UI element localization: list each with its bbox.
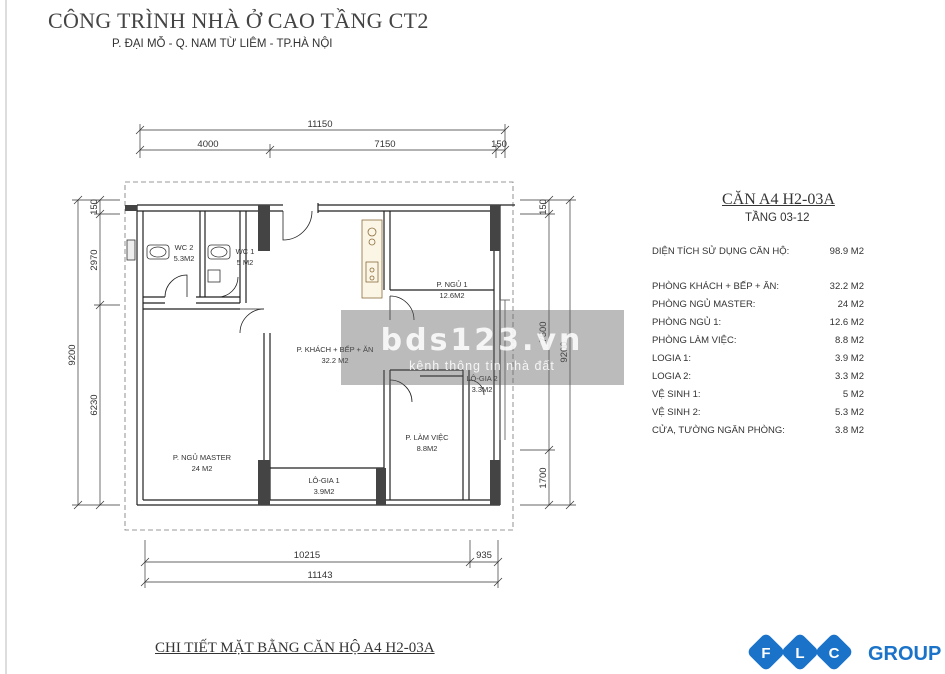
unit-floor: TẦNG 03-12 bbox=[745, 212, 810, 224]
area-label: LOGIA 2: bbox=[652, 371, 692, 382]
area-row: LOGIA 2: 3.3 M2 bbox=[652, 371, 864, 385]
dim-top-total: 11150 bbox=[307, 119, 332, 130]
logo-word: GROUP bbox=[868, 643, 941, 665]
area-row: PHÒNG NGỦ 1: 12.6 M2 bbox=[652, 317, 864, 331]
logo-letter-c: C bbox=[829, 645, 840, 662]
area-value: 98.9 M2 bbox=[829, 246, 864, 257]
room-bedroom1-name: P. NGỦ 1 bbox=[436, 280, 467, 289]
area-label: VỆ SINH 2: bbox=[652, 407, 701, 418]
dim-top-mid: 7150 bbox=[374, 139, 395, 150]
room-wc2-name: WC 2 bbox=[175, 243, 194, 252]
area-row: VỆ SINH 1: 5 M2 bbox=[652, 389, 864, 403]
area-label: CỬA, TƯỜNG NGĂN PHÒNG: bbox=[652, 425, 785, 436]
room-wc2-area: 5.3M2 bbox=[174, 254, 195, 263]
flc-group-logo: F L C GROUP bbox=[748, 634, 941, 670]
area-label: DIỆN TÍCH SỬ DỤNG CĂN HỘ: bbox=[652, 246, 790, 257]
logo-diamond-c bbox=[816, 634, 852, 670]
bathroom-fixtures bbox=[126, 239, 231, 283]
logo-letter-l: L bbox=[795, 645, 804, 662]
area-row-total: DIỆN TÍCH SỬ DỤNG CĂN HỘ: 98.9 M2 bbox=[652, 246, 864, 260]
area-row: LOGIA 1: 3.9 M2 bbox=[652, 353, 864, 367]
project-address: P. ĐẠI MỖ - Q. NAM TỪ LIÊM - TP.HÀ NỘI bbox=[112, 38, 333, 50]
dim-left-a: 2970 bbox=[89, 249, 100, 270]
logo-letter-f: F bbox=[761, 645, 770, 662]
columns bbox=[125, 205, 500, 505]
doors bbox=[164, 210, 485, 403]
area-value: 5.3 M2 bbox=[834, 407, 864, 418]
room-master-name: P. NGỦ MASTER bbox=[173, 453, 232, 462]
area-row: CỬA, TƯỜNG NGĂN PHÒNG: 3.8 M2 bbox=[652, 425, 864, 439]
dim-top-left: 4000 bbox=[197, 139, 218, 150]
watermark: bds123.vn kênh thông tin nhà đất bbox=[341, 310, 624, 385]
area-value: 8.8 M2 bbox=[834, 335, 864, 346]
room-study-name: P. LÀM VIỆC bbox=[405, 433, 449, 442]
area-value: 12.6 M2 bbox=[829, 317, 864, 328]
kitchen-counter bbox=[361, 219, 383, 299]
area-value: 32.2 M2 bbox=[829, 281, 864, 292]
dim-right-top: 150 bbox=[538, 199, 549, 215]
room-study-area: 8.8M2 bbox=[417, 444, 438, 453]
area-value: 24 M2 bbox=[837, 299, 864, 310]
dim-left-total: 9200 bbox=[67, 344, 78, 365]
dim-left-b: 6230 bbox=[89, 394, 100, 415]
room-logia1-area: 3.9M2 bbox=[314, 487, 335, 496]
area-label: PHÒNG KHÁCH + BẾP + ĂN: bbox=[652, 281, 780, 292]
room-wc1-area: 5 M2 bbox=[237, 258, 254, 267]
room-bedroom1-area: 12.6M2 bbox=[439, 291, 464, 300]
room-living-name: P. KHÁCH + BẾP + ĂN bbox=[297, 344, 374, 354]
room-wc1-name: WC 1 bbox=[236, 247, 255, 256]
area-label: PHÒNG NGỦ MASTER: bbox=[652, 299, 756, 310]
dim-left-top: 150 bbox=[89, 199, 100, 215]
unit-boundary bbox=[124, 181, 514, 531]
area-row: PHÒNG KHÁCH + BẾP + ĂN: 32.2 M2 bbox=[652, 281, 864, 295]
dim-right-b: 1700 bbox=[538, 467, 549, 488]
area-row: PHÒNG NGỦ MASTER: 24 M2 bbox=[652, 299, 864, 313]
dim-bottom-a: 10215 bbox=[294, 550, 320, 561]
room-logia2-area: 3.3M2 bbox=[472, 385, 493, 394]
unit-title: CĂN A4 H2-03A bbox=[722, 191, 835, 208]
dim-top-right: 150 bbox=[491, 139, 507, 150]
room-master-area: 24 M2 bbox=[192, 464, 213, 473]
dim-right-a: 7500 bbox=[538, 321, 549, 342]
room-logia2-name: LÔ-GIA 2 bbox=[466, 374, 497, 383]
project-title: CÔNG TRÌNH NHÀ Ở CAO TẦNG CT2 bbox=[48, 8, 429, 33]
dimension-lines bbox=[72, 124, 576, 588]
area-value: 3.9 M2 bbox=[834, 353, 864, 364]
logo-diamond-l bbox=[782, 634, 818, 670]
walls bbox=[136, 203, 515, 506]
area-label: LOGIA 1: bbox=[652, 353, 692, 364]
room-logia1-name: LÔ-GIA 1 bbox=[308, 476, 339, 485]
area-label: PHÒNG NGỦ 1: bbox=[652, 317, 722, 328]
logo-diamond-f bbox=[748, 634, 784, 670]
area-row: VỆ SINH 2: 5.3 M2 bbox=[652, 407, 864, 421]
window-strips bbox=[499, 299, 510, 440]
drawing-title: CHI TIẾT MẶT BẰNG CĂN HỘ A4 H2-03A bbox=[155, 640, 435, 656]
watermark-subtext: kênh thông tin nhà đất bbox=[409, 359, 555, 373]
watermark-text: bds123.vn bbox=[381, 323, 584, 358]
area-label: PHÒNG LÀM VIỆC: bbox=[652, 335, 737, 346]
area-value: 3.3 M2 bbox=[834, 371, 864, 382]
area-row: PHÒNG LÀM VIỆC: 8.8 M2 bbox=[652, 335, 864, 349]
dim-right-total: 9200 bbox=[559, 341, 570, 362]
room-living-area: 32.2 M2 bbox=[321, 356, 348, 365]
dim-bottom-b: 935 bbox=[476, 550, 492, 561]
area-label: VỆ SINH 1: bbox=[652, 389, 701, 400]
area-value: 3.8 M2 bbox=[834, 425, 864, 436]
dim-bottom-total: 11143 bbox=[307, 570, 332, 581]
area-value: 5 M2 bbox=[842, 389, 864, 400]
